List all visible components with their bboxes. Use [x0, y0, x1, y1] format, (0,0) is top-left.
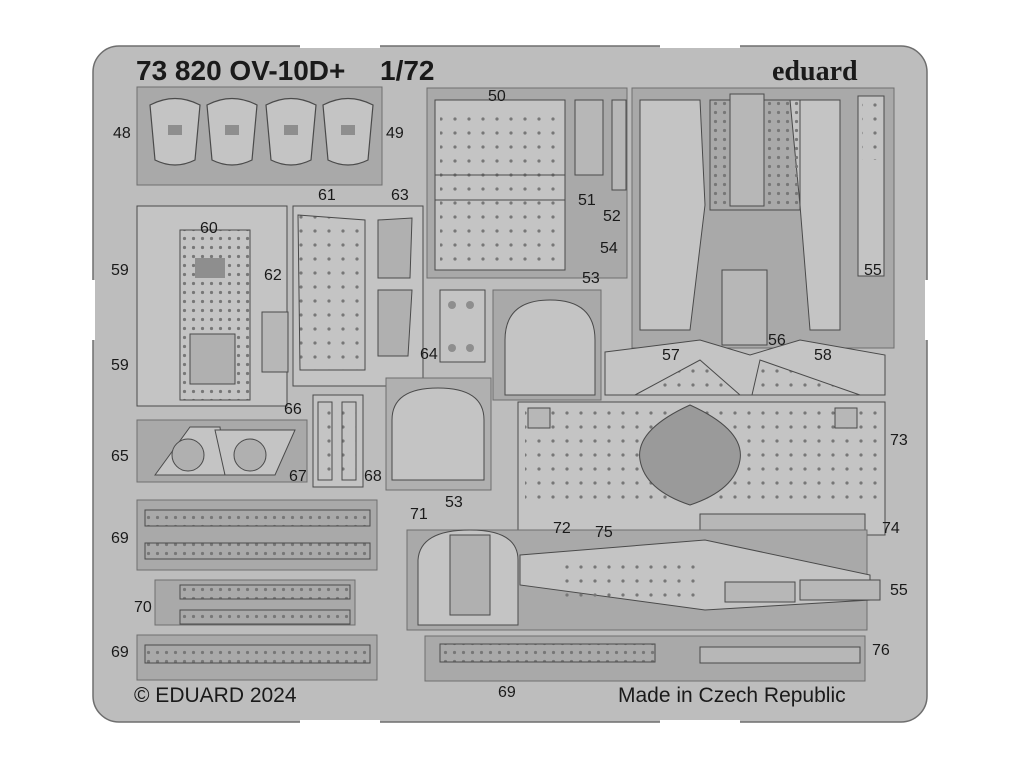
part-number: 51 — [578, 192, 596, 209]
part-number: 58 — [814, 347, 832, 364]
part-number: 74 — [882, 520, 900, 537]
part-number: 59 — [111, 262, 129, 279]
part-group-48-49 — [136, 86, 383, 186]
part-number: 66 — [284, 401, 302, 418]
part-number: 76 — [872, 642, 890, 659]
part-number: 60 — [200, 220, 218, 237]
part-number: 53 — [582, 270, 600, 287]
part-number: 69 — [498, 684, 516, 701]
part-number: 62 — [264, 267, 282, 284]
origin-text: Made in Czech Republic — [618, 684, 846, 707]
part-number: 61 — [318, 187, 336, 204]
part-number: 71 — [410, 506, 428, 523]
brand-logo: eduard — [772, 56, 858, 87]
part-number: 48 — [113, 125, 131, 142]
fret-frame-gaps — [91, 44, 929, 724]
part-number: 56 — [768, 332, 786, 349]
part-group-55-58 — [604, 87, 895, 396]
part-group-59-63 — [136, 205, 424, 407]
part-number-labels: 48 49 50 51 52 53 53 54 55 55 56 57 58 5… — [111, 88, 908, 701]
sheet-code: 73 820 OV-10D+ — [136, 55, 345, 86]
part-number: 70 — [134, 599, 152, 616]
part-number: 54 — [600, 240, 618, 257]
part-number: 64 — [420, 346, 438, 363]
part-number: 49 — [386, 125, 404, 142]
part-number: 67 — [289, 468, 307, 485]
part-number: 57 — [662, 347, 680, 364]
part-number: 75 — [595, 524, 613, 541]
part-group-71-76 — [406, 529, 881, 682]
part-number: 69 — [111, 530, 129, 547]
part-group-65-68 — [136, 377, 492, 491]
part-group-69-70 — [136, 499, 378, 681]
part-number: 65 — [111, 448, 129, 465]
part-number: 55 — [864, 262, 882, 279]
part-number: 55 — [890, 582, 908, 599]
sheet-scale: 1/72 — [380, 55, 435, 86]
copyright-text: © EDUARD 2024 — [134, 684, 297, 707]
part-number: 50 — [488, 88, 506, 105]
part-53-canopy — [492, 289, 602, 401]
part-number: 72 — [553, 520, 571, 537]
part-number: 69 — [111, 644, 129, 661]
part-number: 68 — [364, 468, 382, 485]
part-64 — [439, 289, 486, 363]
part-group-50-54 — [426, 87, 628, 279]
part-number: 73 — [890, 432, 908, 449]
part-number: 63 — [391, 187, 409, 204]
part-number: 52 — [603, 208, 621, 225]
part-73-panel — [517, 401, 886, 536]
part-number: 53 — [445, 494, 463, 511]
part-number: 59 — [111, 357, 129, 374]
